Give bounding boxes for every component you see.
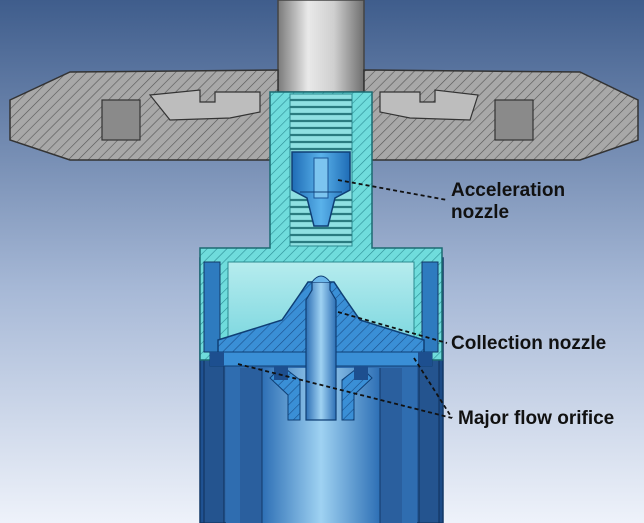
acceleration-nozzle	[291, 151, 351, 227]
impactor-plate-right	[363, 69, 639, 161]
major-flow-orifice-label: Major flow orifice	[458, 408, 615, 429]
acceleration-nozzle-label: Acceleration nozzle	[451, 180, 565, 224]
collection-nozzle-label: Collection nozzle	[451, 333, 607, 354]
collection-nozzle	[209, 275, 433, 421]
leader-major-flow-2	[413, 357, 453, 419]
leader-major-flow-1	[237, 363, 453, 419]
inlet-pipe	[277, 0, 365, 93]
leader-acceleration	[337, 179, 448, 201]
impactor-plate-left	[9, 69, 279, 161]
leader-lines	[237, 179, 453, 419]
acceleration-label-line2: nozzle	[451, 202, 510, 223]
leader-collection	[337, 311, 448, 344]
acceleration-label-line1: Acceleration	[451, 180, 566, 201]
